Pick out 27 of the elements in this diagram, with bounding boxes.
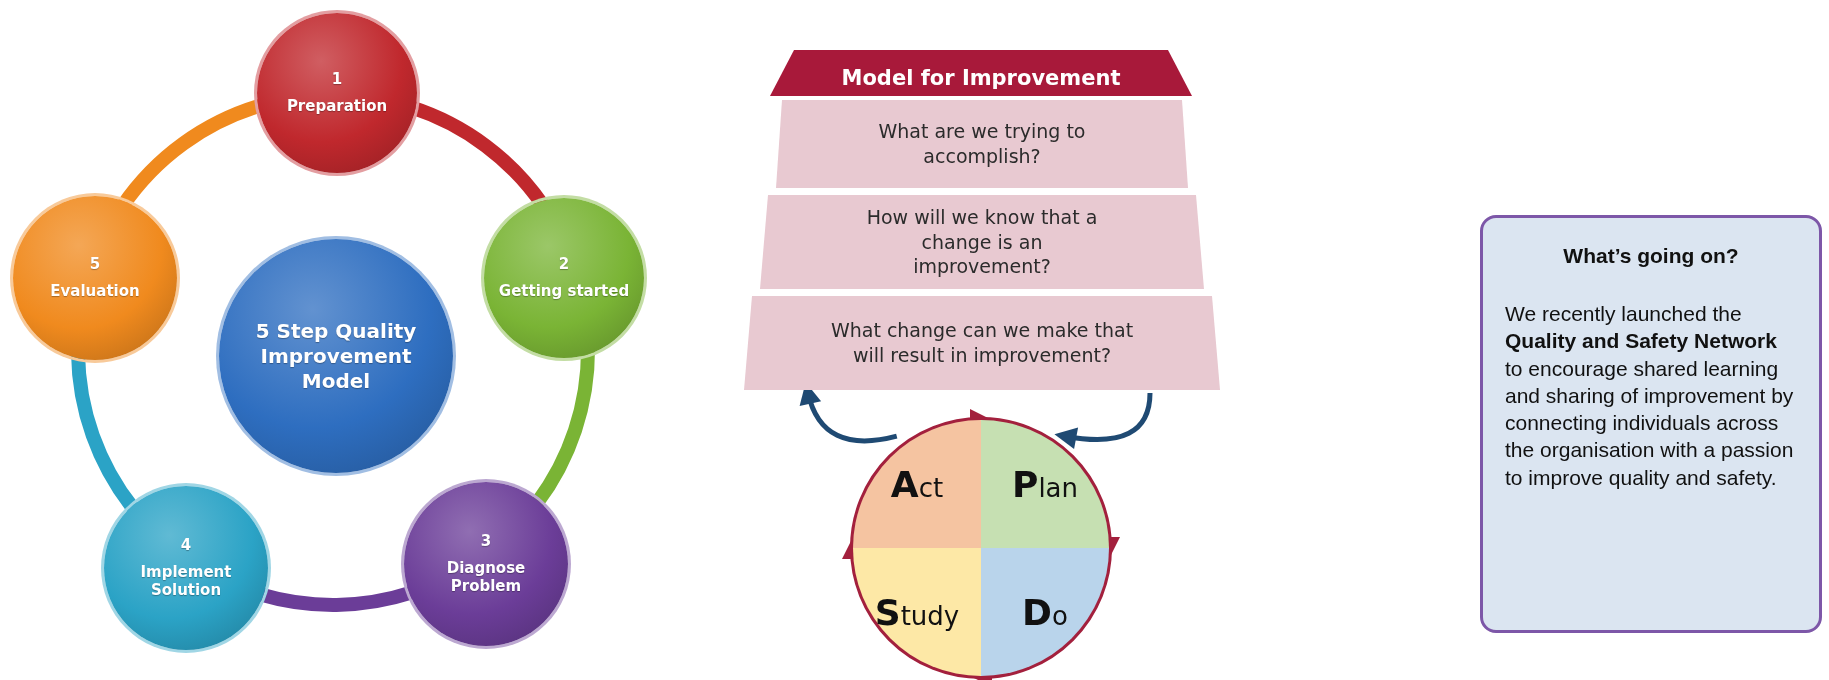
quadrant-label: Study [874, 591, 960, 633]
question-text: What are we trying to accomplish? [877, 119, 1087, 169]
question-band [776, 100, 1188, 188]
step-number: 3 [479, 531, 493, 551]
step-number: 4 [179, 535, 193, 555]
step-label: Implement Solution [139, 562, 233, 601]
model-title: Model for Improvement [840, 64, 1122, 92]
header-banner [770, 50, 1192, 96]
question-text: How will we know that a change is an improvement? [865, 204, 1099, 280]
model-title: 5 Step Quality Improvement Model [254, 318, 418, 394]
quadrant-label: Act [890, 463, 944, 505]
step-label: Diagnose Problem [445, 558, 527, 597]
info-panel [1480, 215, 1822, 633]
step-label: Preparation [285, 97, 389, 116]
quadrant-label: Do [1022, 591, 1068, 633]
step-number: 5 [88, 255, 102, 274]
question-band [744, 296, 1220, 390]
question-text: What change can we make that will result in improvement? [829, 318, 1135, 368]
quadrant-label: Plan [1012, 463, 1078, 505]
curved-arrow [1054, 392, 1153, 449]
step-label: Evaluation [49, 282, 141, 301]
panel-heading: What’s going on? [1563, 244, 1739, 268]
step-number: 1 [330, 70, 344, 89]
question-band [760, 195, 1204, 289]
step-label: Getting started [497, 282, 631, 301]
step-number: 2 [557, 255, 571, 274]
panel-text: We recently launched the Quality and Safety Network to encourage shared learning and sharing of improvement by connecting individuals across the organisation with a passion to improve quality and safety. [1505, 301, 1795, 491]
